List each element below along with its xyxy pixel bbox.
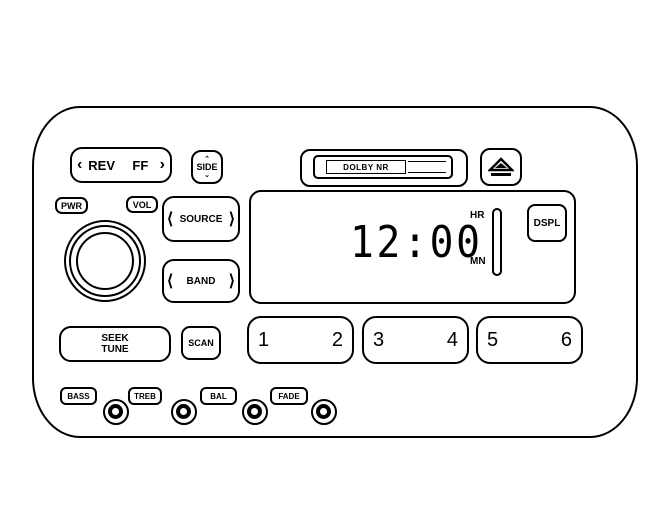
radio-faceplate [32, 106, 638, 438]
power-button[interactable]: PWR [55, 197, 88, 214]
preset-number: 4 [446, 328, 458, 351]
scan-button[interactable]: SCAN [181, 326, 221, 360]
preset-button-1-2[interactable]: 1 2 [247, 316, 354, 364]
seek-label: SEEK [101, 333, 129, 344]
balance-button[interactable]: BAL [200, 387, 237, 405]
eject-button[interactable] [480, 148, 522, 186]
cassette-door[interactable] [300, 149, 468, 187]
source-label: SOURCE [179, 213, 223, 225]
fade-button[interactable]: FADE [270, 387, 308, 405]
lcd-display [249, 190, 576, 304]
band-button[interactable]: ⟨ BAND ⟩ [162, 259, 240, 303]
clock-readout: 12:00 [350, 217, 483, 268]
chevron-left-icon: ‹ [77, 156, 83, 173]
chevron-left-icon: ⟨ [167, 273, 174, 290]
preset-number: 1 [258, 328, 270, 351]
cassette-hatch [408, 161, 446, 173]
bass-button[interactable]: BASS [60, 387, 97, 405]
side-button[interactable]: ⌃ SIDE ⌄ [191, 150, 223, 184]
chevron-left-icon: ⟨ [167, 211, 174, 228]
source-button[interactable]: ⟨ SOURCE ⟩ [162, 196, 240, 242]
arrow-up-icon: ⌃ [204, 155, 210, 163]
hour-label: HR [470, 210, 485, 221]
preset-number: 3 [373, 328, 385, 351]
dolby-badge: DOLBY NR [326, 160, 406, 174]
preset-number: 5 [487, 328, 499, 351]
balance-knob[interactable] [242, 399, 268, 425]
volume-knob-center [76, 232, 134, 290]
hr-mn-rocker[interactable] [492, 208, 502, 276]
preset-button-3-4[interactable]: 3 4 [362, 316, 469, 364]
eject-icon [488, 157, 514, 176]
preset-number: 2 [331, 328, 343, 351]
chevron-right-icon: ⟩ [228, 273, 235, 290]
preset-button-5-6[interactable]: 5 6 [476, 316, 583, 364]
band-label: BAND [186, 275, 216, 287]
treble-knob[interactable] [171, 399, 197, 425]
volume-label-button[interactable]: VOL [126, 196, 158, 213]
rev-ff-button[interactable]: ‹ REV FF › [70, 147, 172, 183]
minute-label: MN [470, 256, 486, 267]
chevron-right-icon: ⟩ [228, 211, 235, 228]
preset-number: 6 [560, 328, 572, 351]
fade-knob[interactable] [311, 399, 337, 425]
rev-label: REV [88, 157, 116, 173]
bass-knob[interactable] [103, 399, 129, 425]
seek-tune-button[interactable]: SEEK TUNE [59, 326, 171, 362]
display-button[interactable]: DSPL [527, 204, 567, 242]
cassette-slot [313, 155, 453, 179]
tune-label: TUNE [101, 344, 129, 355]
treble-button[interactable]: TREB [128, 387, 162, 405]
arrow-down-icon: ⌄ [204, 171, 210, 179]
chevron-right-icon: › [159, 156, 165, 173]
ff-label: FF [132, 157, 149, 173]
side-label: SIDE [196, 161, 218, 172]
